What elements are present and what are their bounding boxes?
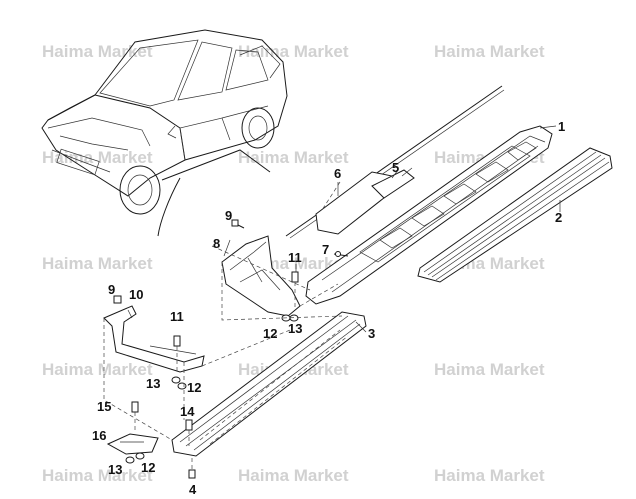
callout-8: 8 <box>213 236 220 251</box>
callout-11-upper: 11 <box>288 250 302 265</box>
watermark: Haima Market <box>238 466 349 485</box>
part-screw-14 <box>185 419 193 446</box>
leader-lines <box>223 125 561 333</box>
watermark: Haima Market <box>42 148 153 167</box>
watermark: Haima Market <box>238 148 349 167</box>
part-screw-11-upper <box>291 271 299 310</box>
callout-15: 15 <box>97 399 111 414</box>
callout-9-left: 9 <box>108 282 115 297</box>
callout-3: 3 <box>368 326 375 341</box>
watermark: Haima Market <box>434 466 545 485</box>
part-clip-panel-5 <box>371 167 415 199</box>
part-washers-lower <box>125 452 145 464</box>
watermark: Haima Market <box>42 466 153 485</box>
watermark: Haima Market <box>42 42 153 61</box>
callout-1: 1 <box>558 119 565 134</box>
assembly-lines <box>103 245 343 441</box>
part-pin-7 <box>333 251 349 257</box>
callout-12-middle: 12 <box>187 380 201 395</box>
part-step-cover-1 <box>305 125 553 305</box>
callout-13-middle: 13 <box>146 376 160 391</box>
callout-16: 16 <box>92 428 106 443</box>
callout-12-lower: 12 <box>141 460 155 475</box>
watermark: Haima Market <box>434 360 545 379</box>
part-support-bracket-10 <box>103 305 205 373</box>
callout-4: 4 <box>189 482 197 497</box>
vehicle-illustration <box>41 29 288 237</box>
callout-6: 6 <box>334 166 341 181</box>
callout-14: 14 <box>180 404 195 419</box>
watermark: Haima Market <box>42 254 153 273</box>
part-screw-11-middle <box>173 335 181 372</box>
part-main-rail-3 <box>171 311 367 457</box>
callout-13-upper: 13 <box>288 321 302 336</box>
watermark: Haima Market <box>42 360 153 379</box>
part-bolt-9-upper <box>231 219 245 229</box>
callout-7: 7 <box>322 242 329 257</box>
callout-2: 2 <box>555 210 562 225</box>
part-bolt-15 <box>131 401 139 432</box>
watermark: Haima Market <box>434 42 545 61</box>
callout-10: 10 <box>129 287 143 302</box>
part-plate-16 <box>106 433 159 455</box>
callout-9-upper: 9 <box>225 208 232 223</box>
callouts: 1 2 3 4 5 6 7 8 9 9 10 11 11 12 12 12 13… <box>92 119 565 497</box>
part-bolt-9-left <box>113 295 122 304</box>
callout-11-middle: 11 <box>170 309 184 324</box>
part-screw-4 <box>188 458 196 479</box>
callout-13-lower: 13 <box>108 462 122 477</box>
part-running-board-2 <box>417 147 613 283</box>
watermark: Haima Market <box>238 42 349 61</box>
part-end-cap-8 <box>221 235 301 317</box>
callout-5: 5 <box>392 160 399 175</box>
part-washers-upper <box>281 314 299 322</box>
callout-12-upper: 12 <box>263 326 277 341</box>
